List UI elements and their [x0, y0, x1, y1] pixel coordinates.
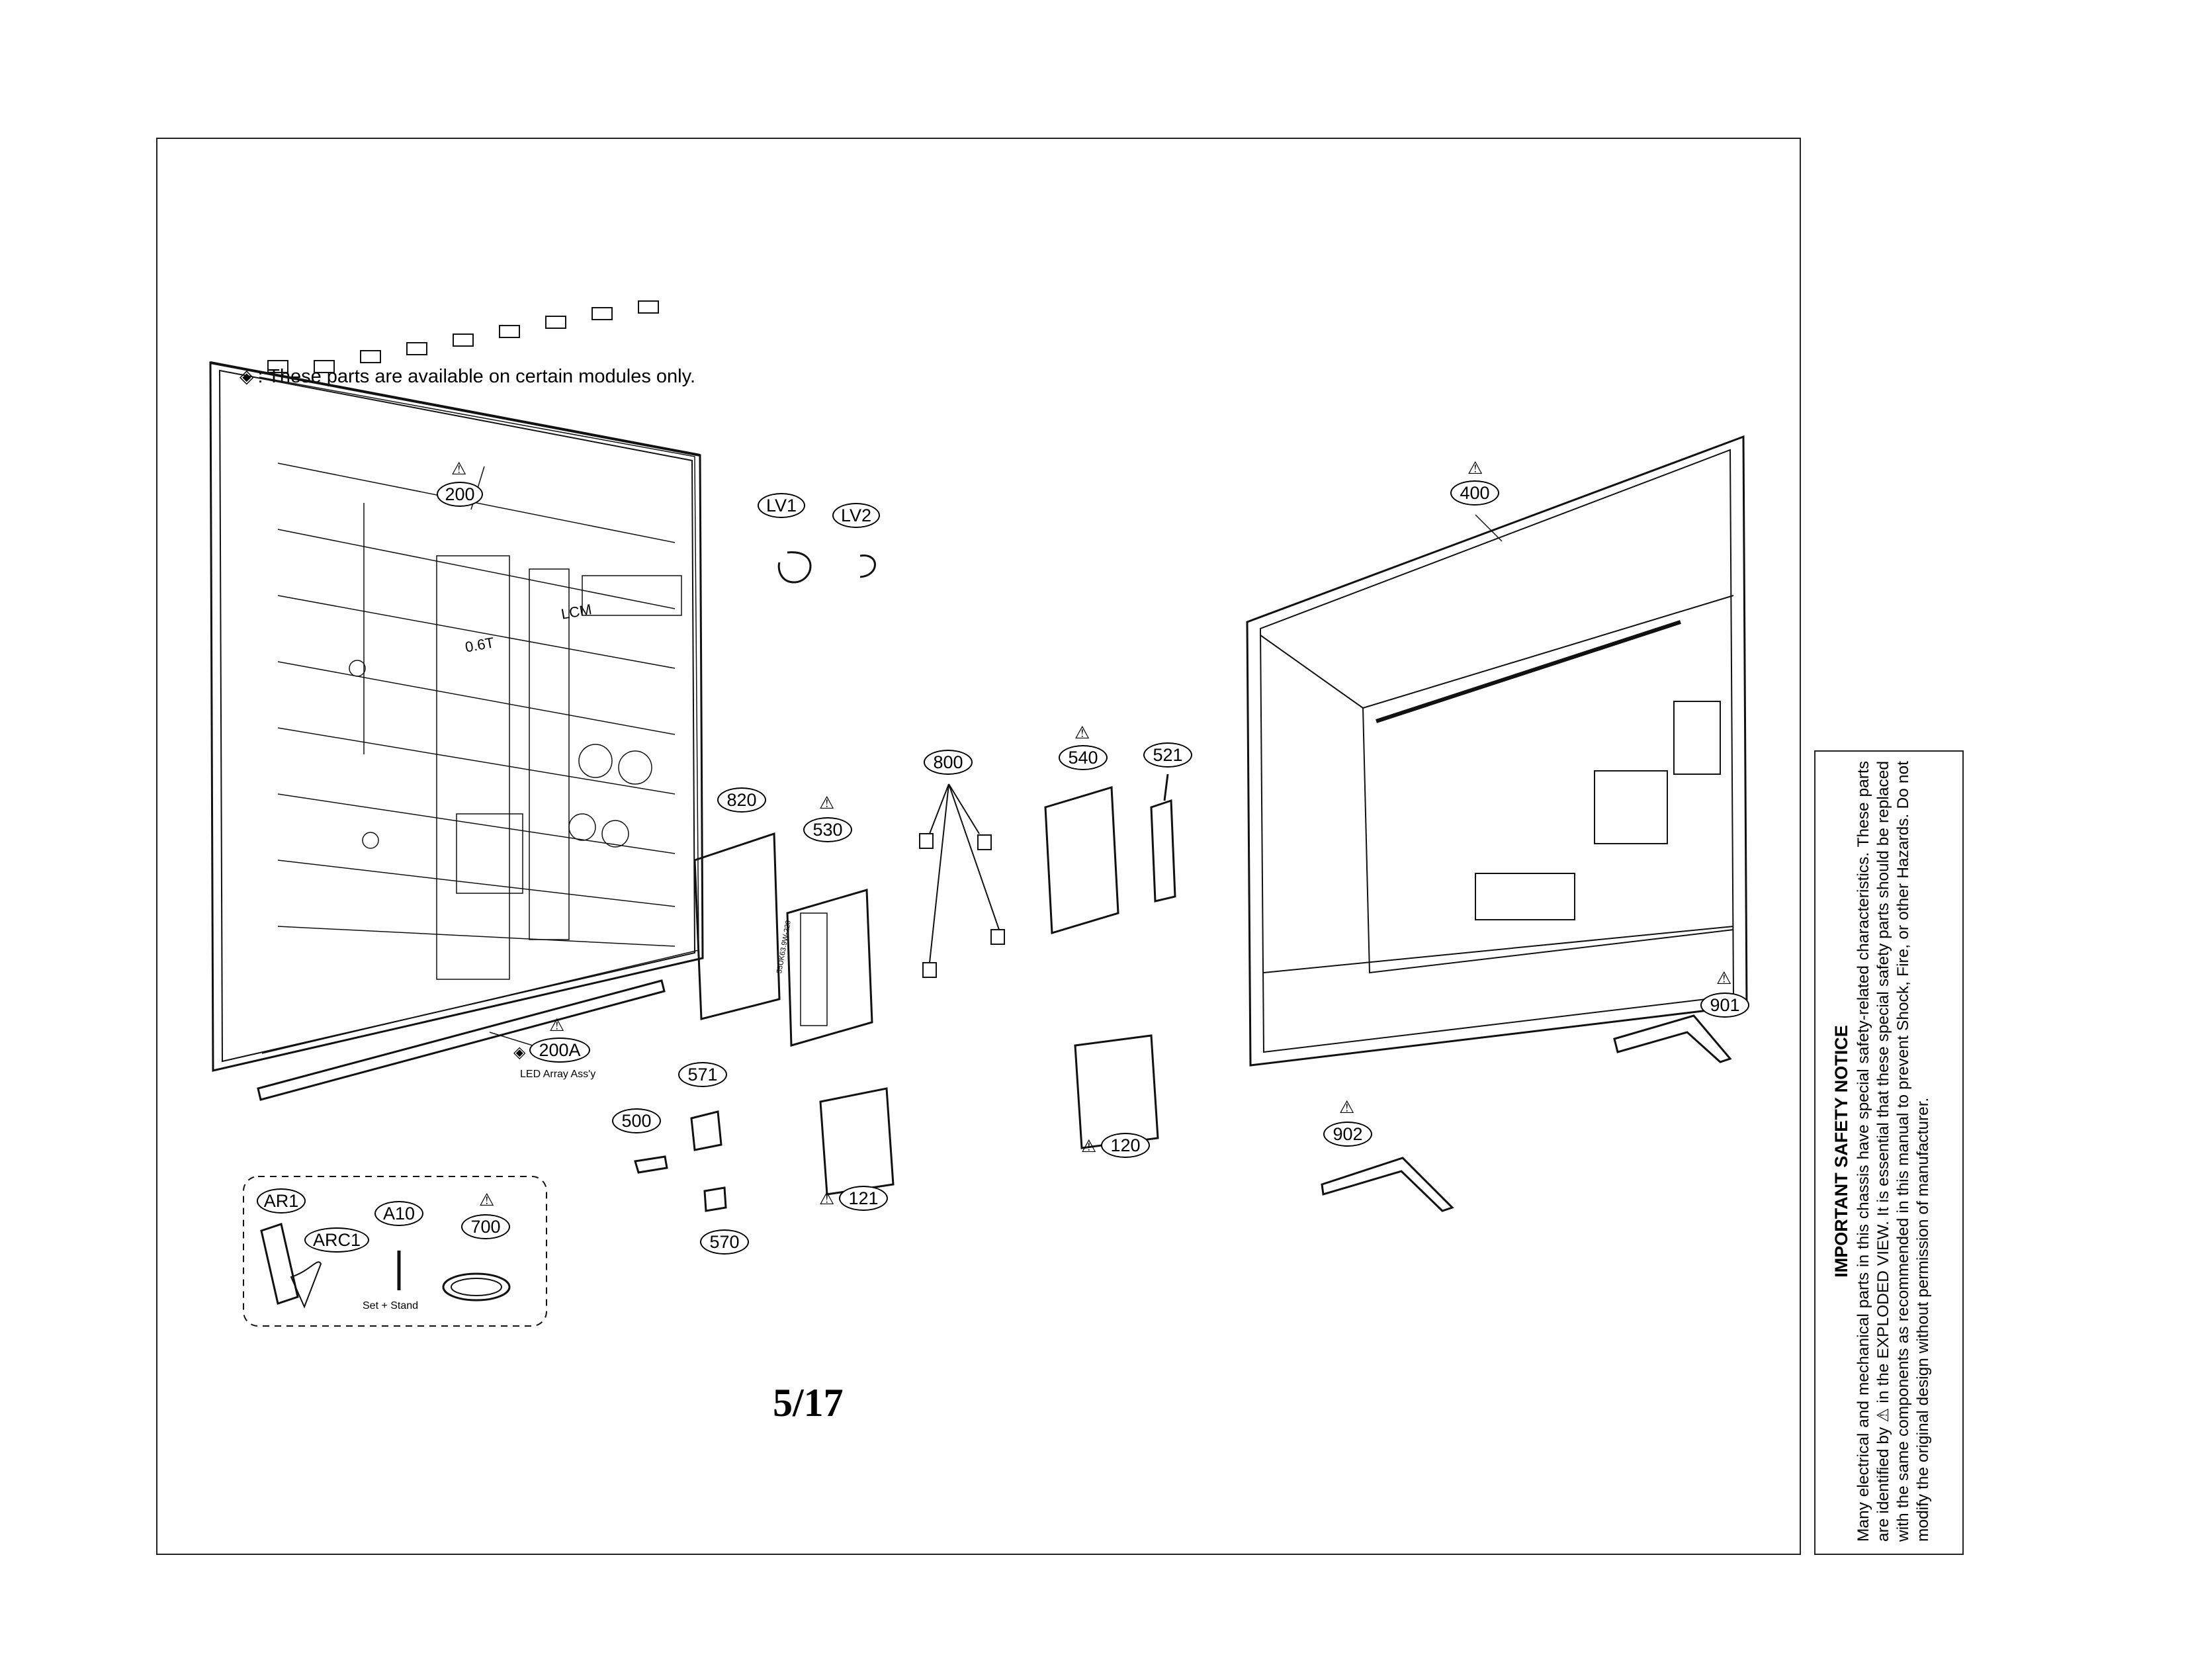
callout-a10: A10 — [374, 1201, 423, 1226]
speaker-left-drawing — [819, 1087, 895, 1196]
callout-120: 120 — [1101, 1133, 1150, 1158]
diamond-icon: ◈ — [513, 1043, 526, 1061]
main-board-drawing — [1044, 786, 1119, 934]
callout-570: 570 — [700, 1229, 749, 1255]
callout-arc1: ARC1 — [304, 1227, 369, 1253]
stand-right-drawing — [1613, 1014, 1732, 1063]
warning-icon: ⚠ — [1074, 723, 1090, 742]
callout-571: 571 — [678, 1062, 727, 1087]
warning-icon: ⚠ — [479, 1190, 495, 1210]
callout-540: 540 — [1059, 745, 1108, 770]
callout-820: 820 — [717, 787, 766, 813]
callout-500: 500 — [612, 1108, 661, 1133]
callout-530: 530 — [803, 817, 852, 842]
callout-lv1: LV1 — [758, 493, 805, 518]
callout-901: 901 — [1700, 993, 1749, 1018]
availability-note-text: : These parts are available on certain m… — [257, 366, 696, 387]
stand-left-drawing — [1321, 1157, 1454, 1212]
power-board-drawing — [786, 889, 873, 1047]
button-drawing — [634, 1155, 668, 1174]
page-number: 5/17 — [773, 1381, 844, 1425]
callout-200: 200 — [437, 482, 483, 507]
safety-notice-body: Many electrical and mechanical parts in … — [1855, 761, 1932, 1542]
remote-drawing — [260, 1223, 299, 1305]
bracket-set-drawing — [919, 783, 1005, 978]
led-array-caption: LED Array Ass'y — [520, 1069, 596, 1080]
callout-lv2: LV2 — [832, 503, 880, 528]
led-array-drawing — [257, 979, 666, 1101]
warning-icon: ⚠ — [549, 1015, 565, 1035]
warning-icon: ⚠ — [819, 1188, 835, 1208]
back-cover-drawing — [1246, 435, 1748, 1067]
small-board-drawing — [703, 1186, 727, 1212]
warning-icon: ⚠ — [819, 793, 835, 813]
warning-icon: ⚠ — [1467, 458, 1483, 478]
accessories-box — [243, 1176, 547, 1327]
warning-icon: ⚠ — [1081, 1136, 1097, 1156]
warning-icon: ⚠ — [451, 459, 467, 478]
shield-plate-drawing — [693, 832, 781, 1020]
ir-board-drawing — [690, 1110, 722, 1151]
lcm-panel-drawing — [209, 300, 704, 1072]
callout-521: 521 — [1143, 742, 1192, 768]
lv1-cable-drawing — [777, 551, 812, 584]
remote-clip-drawing — [290, 1261, 322, 1309]
safety-notice: IMPORTANT SAFETY NOTICE Many electrical … — [1831, 761, 1933, 1542]
availability-note: ◈: These parts are available on certain … — [240, 365, 695, 388]
callout-200a: 200A — [529, 1038, 590, 1063]
callout-ar1: AR1 — [257, 1188, 306, 1214]
safety-notice-title: IMPORTANT SAFETY NOTICE — [1831, 1025, 1851, 1278]
connector-bar-drawing — [1150, 799, 1176, 903]
callout-121: 121 — [839, 1186, 888, 1211]
diagram-frame — [156, 138, 1801, 1555]
warning-icon: ⚠ — [1339, 1097, 1355, 1117]
lv2-cable-drawing — [859, 554, 876, 578]
callout-902: 902 — [1323, 1122, 1372, 1147]
set-stand-caption: Set + Stand — [363, 1300, 419, 1311]
warning-icon: ⚠ — [1716, 968, 1732, 988]
power-cable-drawing — [442, 1272, 511, 1302]
callout-400: 400 — [1450, 480, 1499, 506]
speaker-right-drawing — [1074, 1034, 1159, 1149]
callout-700: 700 — [461, 1214, 510, 1239]
callout-800: 800 — [924, 750, 973, 775]
safety-notice-frame — [1814, 750, 1964, 1555]
